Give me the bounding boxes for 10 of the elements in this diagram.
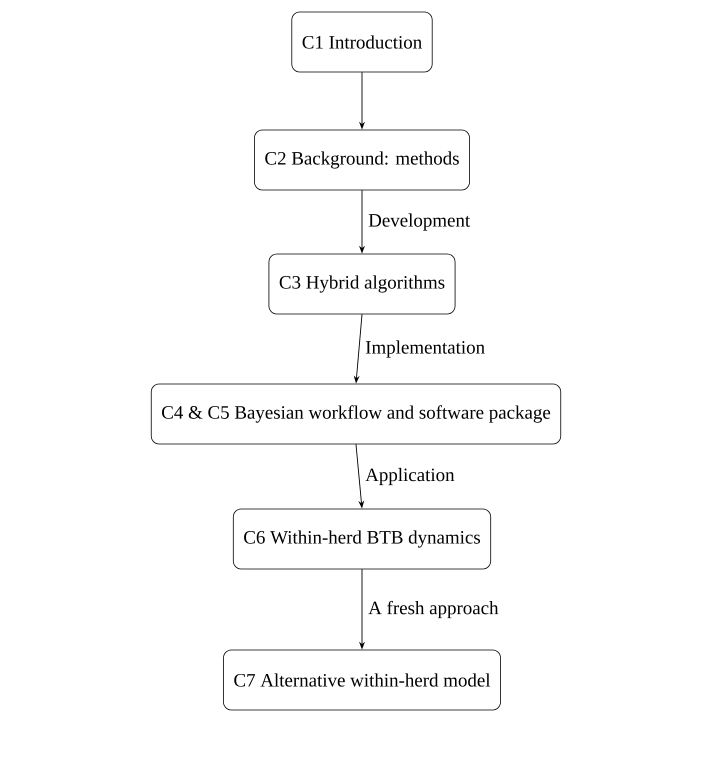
process-box: C1 Introduction (291, 12, 433, 72)
process-box: C3 Hybrid algorithms (268, 254, 456, 314)
process-box: C2 Background: methods (254, 130, 470, 190)
edge-label: A fresh approach (366, 598, 501, 620)
process-box: C7 Alternative within-herd model (223, 650, 501, 710)
process-box: C4 & C5 Bayesian workflow and software package (150, 384, 562, 444)
edge-label: Implementation (363, 338, 488, 360)
edge-label: Application (363, 466, 457, 488)
edge-label: Development (366, 211, 472, 233)
process-box: C6 Within-herd BTB dynamics (232, 508, 492, 570)
